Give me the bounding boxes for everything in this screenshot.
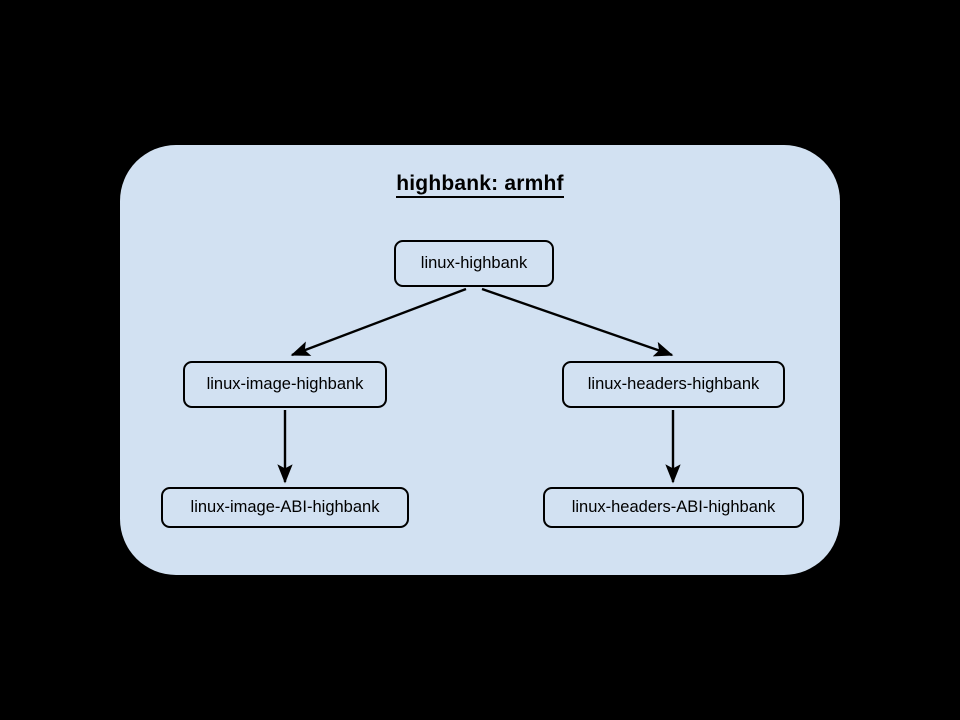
edge-root-to-image	[290, 287, 467, 357]
edge-root-to-headers	[481, 287, 674, 357]
node-label: linux-headers-highbank	[587, 375, 760, 393]
node-linux-image-abi-highbank[interactable]: linux-image-ABI-highbank	[161, 487, 409, 528]
node-linux-headers-highbank[interactable]: linux-headers-highbank	[562, 361, 785, 408]
panel-title-text: highbank: armhf	[396, 172, 564, 198]
node-linux-image-highbank[interactable]: linux-image-highbank	[183, 361, 387, 408]
node-label: linux-headers-ABI-highbank	[571, 498, 776, 516]
node-linux-headers-abi-highbank[interactable]: linux-headers-ABI-highbank	[543, 487, 804, 528]
node-label: linux-image-highbank	[206, 375, 364, 393]
node-label: linux-image-ABI-highbank	[190, 498, 380, 516]
panel-title: highbank: armhf	[0, 172, 960, 198]
node-linux-highbank[interactable]: linux-highbank	[394, 240, 554, 287]
node-label: linux-highbank	[420, 254, 528, 272]
